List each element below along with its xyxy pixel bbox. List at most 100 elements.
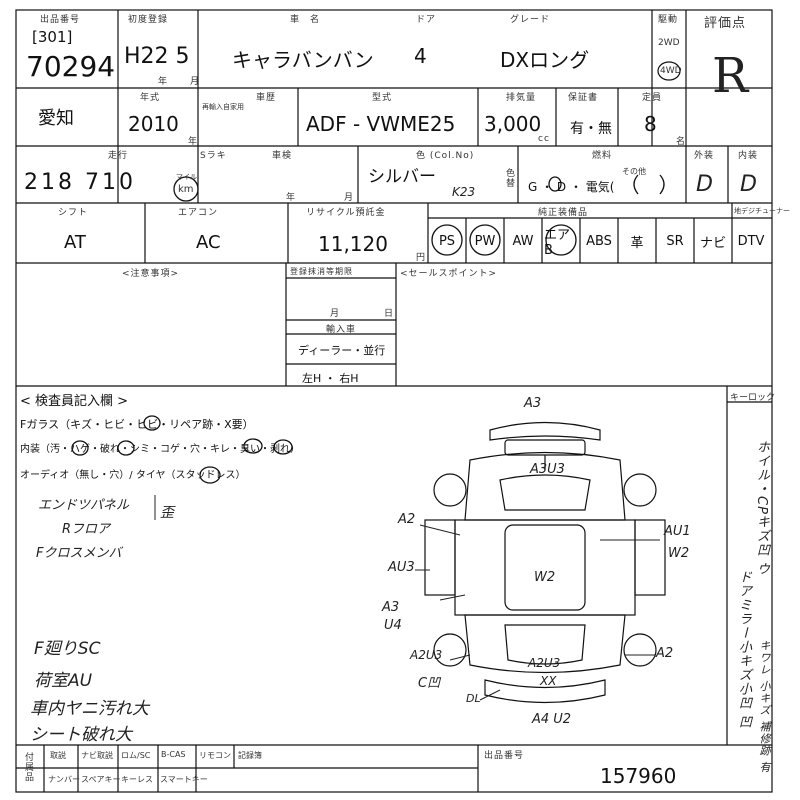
score-label: 評価点 [704, 16, 747, 31]
handwritten-note-6: 車内ヤニ汚れ大 [30, 699, 149, 719]
mark-rear: A2U3 [528, 656, 561, 670]
handwritten-note-2: Rフロア [62, 522, 111, 537]
shift-value: AT [64, 232, 86, 253]
type-value: ADF - VWME25 [306, 112, 456, 136]
inspector-title: < 検査員記入欄 > [20, 394, 129, 409]
footer-item-plate: ナンバー [48, 775, 80, 784]
mark-rear-bumper: A4 U2 [532, 712, 572, 727]
color-change-label: 色替 [504, 168, 514, 188]
option-abs: ABS [586, 233, 612, 249]
lot-prefix: [301] [32, 28, 73, 46]
score-value: R [712, 48, 749, 104]
car-name-label: 車 名 [290, 15, 321, 25]
model-year-unit: 年 [188, 137, 199, 147]
footer-item-remote: リモコン [199, 751, 231, 760]
region: 愛知 [38, 108, 74, 129]
inspection-year: 年 [286, 193, 297, 203]
mark-left-quarter: A2U3 [410, 648, 443, 662]
footer-item-spare-key: スペアキー [81, 775, 121, 784]
car-name-value: キャラバンバン [232, 48, 374, 72]
drive-4wd: 4WD [660, 66, 682, 76]
footer-item-rom-sc: ロム/SC [121, 751, 151, 760]
mark-rear-left-lamp: DL [466, 692, 481, 705]
mark-left-middle: AU3 [388, 560, 415, 575]
displacement-unit: cc [538, 134, 550, 144]
option-aw: AW [512, 233, 534, 249]
doors-value: 4 [414, 44, 427, 68]
option-leather: 革 [630, 235, 644, 251]
mark-right-rear: A2 [656, 646, 674, 661]
key-lock-label: キーロック [730, 393, 776, 403]
mark-left-front: A2 [398, 512, 416, 527]
handwritten-note-3: Fクロスメンバ [36, 546, 122, 561]
first-reg-unit-month: 月 [190, 77, 201, 87]
type-label: 型式 [372, 93, 393, 103]
handwritten-note-distortion: 歪 [160, 505, 174, 521]
history-label: 車歴 [256, 93, 277, 103]
fuel-value: G ・ D ・ 電気( [528, 180, 615, 194]
mark-left-quarter-2: C凹 [418, 676, 441, 691]
first-reg-value: H22 5 [124, 44, 190, 69]
color-value: シルバー [368, 167, 436, 187]
footer-item-records: 記録簿 [238, 751, 262, 760]
interior-label: 内装 [738, 151, 759, 161]
handwritten-note-4: F廻りSC [34, 639, 101, 659]
import-dealer: ディーラー・並行 [298, 344, 386, 357]
shift-label: シフト [58, 208, 89, 218]
mileage-label2: Sラキ [200, 151, 227, 161]
right-vertical-note-2: ドアミラー小キズ小凹 凹 [736, 570, 751, 730]
right-vertical-note-1: ホイル・CPキズ凹 ウ [754, 440, 769, 577]
warranty-value: 有・無 [570, 121, 612, 137]
mark-left-rear: A3 [382, 600, 400, 615]
color-label: 色 (Col.No) [416, 151, 475, 161]
first-reg-label: 初度登録 [128, 15, 169, 25]
glass-line: Fガラス（キズ・ヒビ・ヒビ・リペア跡・X要） [20, 418, 254, 431]
mileage-unit-mile: マイル [176, 173, 197, 181]
option-navi: ナビ [699, 235, 726, 251]
footer-item-bcas: B-CAS [161, 750, 186, 759]
interior-value: D [740, 172, 757, 197]
recycle-value: 11,120 [318, 232, 388, 256]
equipment-label: 純正装備品 [538, 208, 589, 218]
grade-value: DXロング [500, 48, 590, 72]
recycle-unit: 円 [416, 253, 427, 263]
fuel-other: その他 [622, 167, 646, 176]
audio-line: オーディオ（無し・穴）/ タイヤ（スタッドレス） [20, 470, 246, 481]
ac-label: エアコン [178, 208, 219, 218]
option-dtv: DTV [737, 233, 765, 249]
mark-roof: W2 [534, 570, 556, 585]
drive-2wd: 2WD [658, 38, 680, 48]
mark-left-rear-2: U4 [384, 618, 402, 633]
vehicle-diagram [424, 421, 666, 704]
lot-label: 出品番号 [40, 15, 81, 25]
color-code: K23 [452, 185, 476, 199]
recycle-label: リサイクル預託金 [306, 208, 386, 218]
registration-deadline-label: 登録抹消等期限 [290, 267, 353, 276]
capacity-value: 8 [644, 112, 657, 136]
mark-rear-2: XX [540, 674, 557, 688]
mark-right-door: AU1 [664, 524, 691, 539]
lot-number: 70294 [26, 50, 116, 83]
import-steering: 左H ・ 右H [302, 372, 359, 385]
deadline-month: 月 [330, 309, 341, 319]
footer-item-smart-key: スマートキー [160, 775, 208, 784]
mileage-label: 走行 [108, 151, 129, 161]
handwritten-note-1: エンドツパネル [38, 498, 130, 513]
option-airbag: エアB [544, 228, 571, 258]
auction-number-value: 157960 [600, 764, 677, 788]
mileage-value: 218 710 [24, 170, 136, 195]
inspection-label: 車検 [272, 151, 293, 161]
footer-item-manual: 取説 [50, 751, 66, 760]
deadline-day: 日 [384, 309, 395, 319]
handwritten-note-5: 荷室AU [34, 671, 93, 691]
mark-roof-top: A3 [524, 396, 542, 411]
right-vertical-note-3: キワレ 小キズ 補修跡 有 [758, 640, 771, 774]
exterior-label: 外装 [694, 151, 715, 161]
doors-label: ドア [416, 15, 437, 25]
import-label: 輸入車 [326, 325, 357, 335]
capacity-label: 定員 [642, 93, 663, 103]
option-pw: PW [474, 233, 496, 249]
handwritten-note-7: シート破れ大 [30, 725, 132, 745]
capacity-unit: 名 [676, 137, 687, 147]
